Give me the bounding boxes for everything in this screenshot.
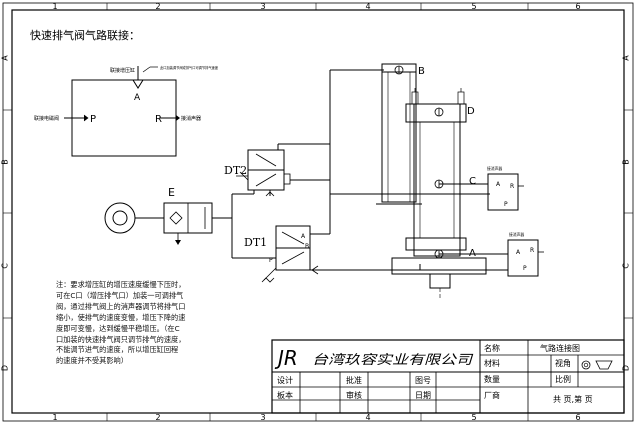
right-letter-c: C (622, 263, 631, 269)
quick-exhaust-valve-a: A R P 接消声器 (507, 232, 544, 277)
qv-c-muffler-label: 接消声器 (487, 166, 502, 171)
qty-label: 数量 (484, 374, 500, 384)
symbol-port-p: P (90, 114, 96, 125)
logo-jr: JR (274, 346, 298, 370)
solenoid-valve-dt1 (261, 225, 311, 283)
right-letter-b: B (622, 159, 631, 165)
material-label: 材料 (484, 358, 500, 368)
bottom-num-4: 4 (365, 413, 370, 422)
scale-label: 比例 (555, 374, 571, 384)
qv-a-port-a: A (516, 249, 521, 256)
drawing-no-label: 图号 (415, 376, 431, 385)
view-label: 视角 (555, 358, 571, 368)
symbol-label-a: 联接增压缸 (110, 67, 135, 74)
bottom-num-3: 3 (260, 413, 265, 422)
label-d: D (467, 106, 475, 117)
name-label: 名称 (484, 343, 500, 353)
symbol-label-p: 联接电磁阀 (34, 115, 59, 122)
qv-c-port-p: P (504, 201, 508, 208)
left-letter-d: D (1, 365, 10, 371)
left-letter-b: B (1, 159, 10, 165)
left-letter-c: C (1, 263, 10, 269)
date-label: 日期 (415, 391, 431, 400)
qv-a-port-p: P (523, 265, 527, 272)
qv-a-muffler-label: 接消声器 (509, 232, 524, 237)
symbol-label-a-note: 此口加装调节阀或排气口可调节排气速度 (160, 65, 218, 70)
top-num-4: 4 (365, 2, 370, 11)
bottom-num-6: 6 (575, 413, 580, 422)
label-sol-p: P (269, 257, 273, 264)
draw-label: 板本 (277, 390, 293, 400)
label-e: E (168, 186, 175, 199)
approve-label: 批准 (346, 375, 362, 385)
design-label: 设计 (277, 375, 293, 385)
top-num-3: 3 (260, 2, 265, 11)
symbol-port-a: A (134, 93, 141, 103)
top-num-6: 6 (575, 2, 580, 11)
right-letter-d: D (622, 365, 631, 371)
right-letter-a: A (622, 55, 631, 61)
title-block (271, 339, 625, 414)
qv-c-port-a: A (496, 181, 501, 188)
label-dt2: DT2 (224, 164, 247, 177)
quick-exhaust-valve-c: A R P 接消声器 (487, 166, 524, 211)
factory-label: 厂商 (484, 390, 500, 400)
top-num-5: 5 (471, 2, 476, 11)
bottom-num-2: 2 (155, 413, 160, 422)
instruction-note: 注：要求增压缸的增压速度缓慢下压时， 可在C口（增压排气口）加装一可调排气 阀，… (56, 280, 186, 366)
top-num-2: 2 (155, 2, 160, 11)
sheet-text: 共 页,第 页 (553, 394, 593, 404)
symbol-port-r: R (155, 114, 162, 125)
page-title: 快速排气阀气路联接： (30, 29, 140, 42)
left-letter-a: A (1, 55, 10, 61)
label-c: C (469, 176, 476, 187)
bottom-num-1: 1 (52, 413, 57, 422)
review-label: 审核 (346, 390, 362, 400)
filter-unit-e (163, 202, 213, 245)
label-dt1: DT1 (244, 236, 267, 249)
name-value: 气路连接图 (540, 343, 580, 353)
air-source (104, 202, 136, 234)
symbol-label-r: 接消声器 (181, 115, 201, 122)
solenoid-valve-dt2 (236, 149, 291, 191)
top-num-1: 1 (52, 2, 57, 11)
label-b: B (418, 66, 425, 77)
quick-exhaust-valve-symbol: A P R 联接增压缸 此口加装调节阀或排气口可调节排气速度 联接电磁阀 接消声… (34, 65, 218, 157)
bottom-num-5: 5 (471, 413, 476, 422)
qv-a-port-r: R (530, 247, 534, 254)
qv-c-port-r: R (510, 183, 514, 190)
company-name: 台湾玖容实业有限公司 (312, 352, 474, 368)
label-sol-a: A (301, 233, 306, 240)
label-sol-b: B (305, 243, 309, 250)
